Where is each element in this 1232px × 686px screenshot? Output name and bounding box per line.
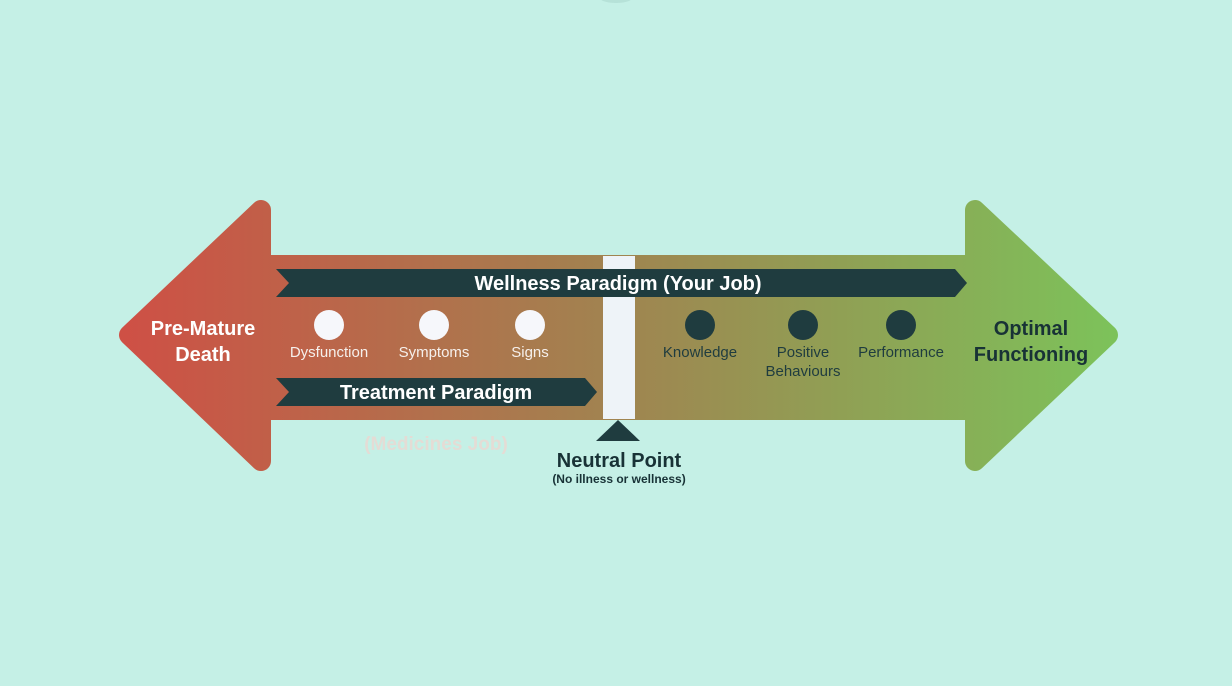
neutral-pointer-triangle <box>596 420 640 441</box>
left-end-label-line2: Death <box>175 344 231 366</box>
knowledge-marker <box>685 310 715 340</box>
left-end-label-line1: Pre-Mature <box>151 318 255 340</box>
knowledge-label: Knowledge <box>663 344 737 361</box>
performance-marker <box>886 310 916 340</box>
performance-label: Performance <box>858 344 944 361</box>
signs-marker <box>515 310 545 340</box>
symptoms-label: Symptoms <box>399 344 470 361</box>
neutral-point-title: Neutral Point <box>557 450 682 472</box>
positive-behaviours-label-line2: Behaviours <box>765 363 840 380</box>
right-end-label-line2: Functioning <box>974 344 1088 366</box>
neutral-point-subtitle: (No illness or wellness) <box>552 472 685 486</box>
symptoms-marker <box>419 310 449 340</box>
wellness-banner <box>276 269 967 297</box>
signs-label: Signs <box>511 344 549 361</box>
wellness-banner-label: Wellness Paradigm (Your Job) <box>474 273 761 295</box>
right-end-label-line1: Optimal <box>994 318 1068 340</box>
treatment-note: (Medicines Job) <box>364 434 508 455</box>
positive-behaviours-label-line1: Positive <box>777 344 830 361</box>
treatment-banner-label: Treatment Paradigm <box>340 382 532 404</box>
treatment-banner <box>276 378 597 406</box>
dysfunction-marker <box>314 310 344 340</box>
top-edge-shape <box>601 0 631 3</box>
dysfunction-label: Dysfunction <box>290 344 368 361</box>
positive-behaviours-marker <box>788 310 818 340</box>
